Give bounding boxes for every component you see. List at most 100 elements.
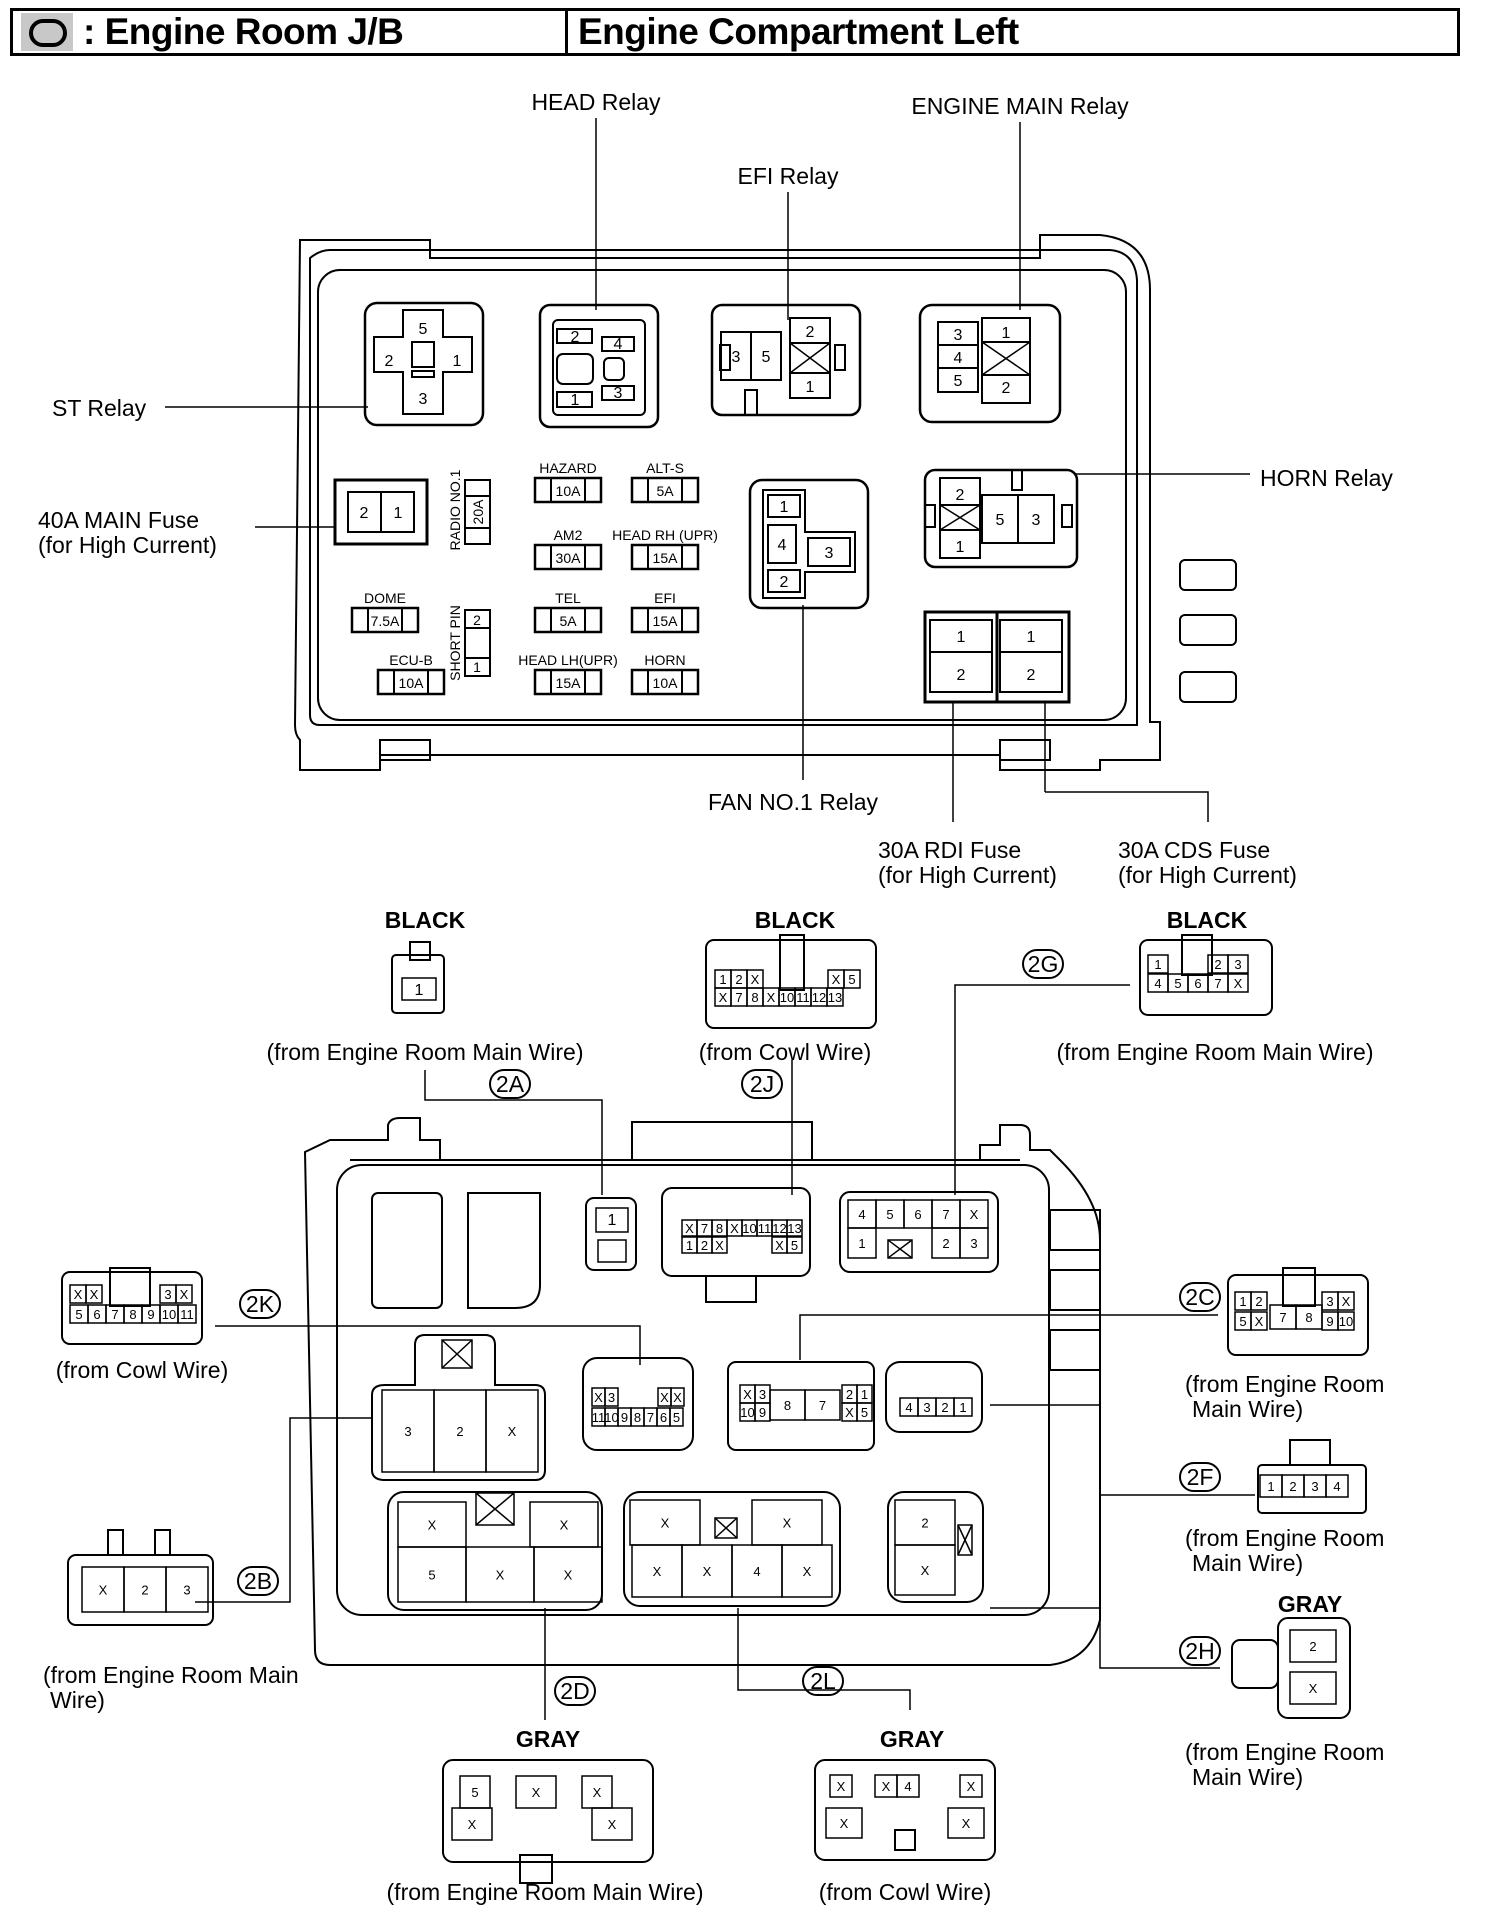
connector-2h[interactable]: 2X (1231, 1617, 1351, 1719)
pin-cell (1250, 1291, 1268, 1311)
st-relay[interactable]: 5 2 1 3 (363, 301, 485, 427)
pin-label: 8 (1305, 1310, 1312, 1325)
pin-cell (896, 1774, 920, 1798)
pin-label: 3 (1234, 957, 1241, 972)
short-pin[interactable]: 2 1 SHORT PIN (447, 605, 491, 681)
pin-label: X (921, 1563, 930, 1578)
head-relay-pin: 2 (571, 329, 580, 346)
pin-label: X (661, 1516, 670, 1531)
connector-code-label: 2A (496, 1071, 525, 1097)
main-fuse-40a[interactable]: 2 1 (333, 478, 429, 546)
pin-cell (669, 1407, 684, 1427)
pin-cell (711, 1236, 728, 1254)
connector-code-2d: 2D (554, 1676, 596, 1706)
short-pin-pin: 1 (473, 659, 481, 675)
pin-label: X (673, 1390, 682, 1405)
efi-relay-pin: 5 (762, 349, 771, 366)
rdi-fuse-30a[interactable]: 1 2 (923, 610, 999, 704)
connector-2b-source: (from Engine Room Main (43, 1662, 299, 1688)
horn-relay-pin: 1 (956, 539, 965, 556)
pin-label: 11 (796, 990, 810, 1005)
fuse-name: ALT-S (646, 460, 684, 476)
pin-label: X (468, 1817, 477, 1832)
pin-label: 11 (758, 1221, 772, 1236)
pin-label: 12 (812, 990, 826, 1005)
head-relay-pin: 4 (614, 336, 623, 353)
pin-label: X (775, 1238, 784, 1253)
pin-label: 3 (404, 1424, 411, 1439)
engine-main-relay-label: ENGINE MAIN Relay (911, 93, 1129, 119)
connector-code-label: 2C (1185, 1284, 1214, 1310)
pin-label: 8 (634, 1410, 641, 1425)
head-relay-pin: 3 (614, 385, 623, 402)
pin-cell (1227, 954, 1249, 974)
fuse-rating: 10A (399, 675, 425, 691)
rdi-fuse-sublabel: (for High Current) (878, 862, 1057, 888)
connector-code-2k: 2K (239, 1289, 281, 1319)
pin-label: 10 (162, 1307, 176, 1322)
socket-2h[interactable]: 2X (887, 1491, 984, 1603)
pin-label: 11 (180, 1307, 194, 1322)
horn-relay[interactable]: 2 1 5 3 (923, 468, 1079, 569)
pin-label: 7 (819, 1398, 826, 1413)
oval-connector-symbol-icon (21, 13, 73, 51)
pin-label: 5 (791, 1238, 798, 1253)
socket-2a[interactable]: 1 (585, 1197, 637, 1271)
main-fuse-pin: 1 (394, 505, 403, 522)
cds-fuse-30a[interactable]: 1 2 (995, 610, 1071, 704)
horn-relay-pin: 5 (996, 512, 1005, 529)
pin-label: 4 (1154, 976, 1161, 991)
connector-2a[interactable]: 1 (391, 941, 445, 1014)
pin-label: 2 (846, 1387, 853, 1402)
fan-no1-relay[interactable]: 1 4 3 2 (748, 478, 870, 610)
top-leader-lines (165, 118, 1250, 822)
pin-cell (670, 1387, 685, 1407)
short-pin-pin: 2 (473, 612, 481, 628)
pin-label: 2 (141, 1583, 148, 1598)
pin-label: 3 (1326, 1294, 1333, 1309)
pin-label: 7 (111, 1307, 118, 1322)
pin-cell (829, 1774, 853, 1798)
pin-label: 9 (759, 1405, 766, 1420)
efi-relay[interactable]: 3 5 2 1 (710, 303, 862, 417)
pin-label: 5 (861, 1405, 868, 1420)
pin-label: X (970, 1207, 979, 1222)
pin-cell (826, 987, 844, 1007)
pin-label: X (593, 1785, 602, 1800)
connector-2d-color: GRAY (516, 1726, 580, 1752)
pin-label: X (837, 1779, 846, 1794)
pin-label: 2 (1214, 957, 1221, 972)
engine-main-relay[interactable]: 3 4 5 1 2 (918, 303, 1062, 424)
head-relay[interactable]: 2 4 1 3 (538, 303, 660, 429)
fuse-rating: 15A (653, 613, 679, 629)
location-cell: Engine Compartment Left (568, 11, 1019, 53)
radio-no1-fuse[interactable]: 20A RADIO NO.1 (447, 469, 491, 550)
